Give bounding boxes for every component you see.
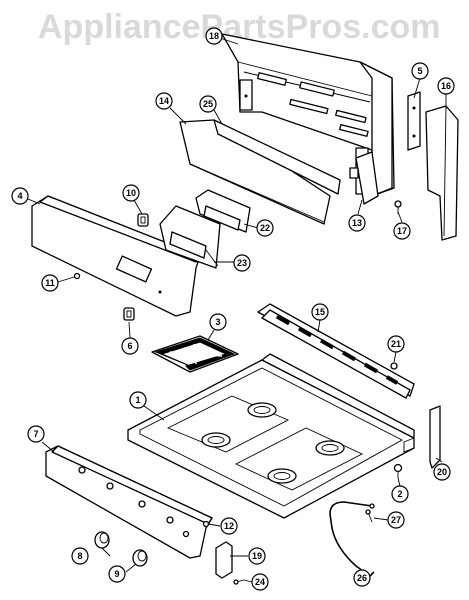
svg-text:18: 18: [209, 31, 219, 41]
callout-5[interactable]: 5: [411, 62, 429, 80]
knob-9: [132, 549, 148, 567]
callout-27[interactable]: 27: [387, 511, 405, 529]
svg-text:4: 4: [17, 191, 22, 201]
svg-text:24: 24: [255, 577, 265, 587]
bracket-19: [215, 541, 233, 579]
callout-3[interactable]: 3: [209, 313, 227, 331]
callout-2[interactable]: 2: [391, 485, 409, 503]
callout-1[interactable]: 1: [129, 391, 147, 409]
callout-25[interactable]: 25: [199, 95, 217, 113]
callout-16[interactable]: 16: [437, 77, 455, 95]
side-trim: [425, 105, 459, 241]
screw-27: [365, 509, 373, 523]
callout-12[interactable]: 12: [220, 517, 238, 535]
callout-13[interactable]: 13: [348, 214, 366, 232]
svg-text:25: 25: [203, 99, 213, 109]
svg-text:9: 9: [114, 569, 119, 579]
svg-text:8: 8: [77, 551, 82, 561]
svg-text:27: 27: [391, 515, 401, 525]
clock-module: [195, 189, 251, 233]
svg-text:14: 14: [159, 96, 169, 106]
svg-text:10: 10: [126, 188, 136, 198]
screw-11: [73, 272, 81, 280]
igniter-rod: [329, 501, 375, 577]
screw-24: [233, 579, 245, 585]
callout-11[interactable]: 11: [41, 274, 59, 292]
knob-8: [94, 531, 110, 549]
svg-text:21: 21: [391, 339, 401, 349]
svg-text:19: 19: [252, 551, 262, 561]
rear-bracket: [349, 151, 379, 205]
side-strip: [429, 405, 441, 469]
callout-7[interactable]: 7: [27, 425, 45, 443]
callout-9[interactable]: 9: [108, 565, 126, 583]
control-panel: [31, 195, 201, 317]
callout-26[interactable]: 26: [353, 569, 371, 587]
svg-text:15: 15: [315, 307, 325, 317]
burner-grate: [151, 335, 239, 373]
display-housing: [159, 205, 221, 269]
callout-22[interactable]: 22: [256, 219, 274, 237]
callout-18[interactable]: 18: [205, 27, 223, 45]
front-rail: [45, 445, 213, 559]
callout-14[interactable]: 14: [155, 92, 173, 110]
switch-6: [123, 307, 135, 321]
svg-text:5: 5: [417, 66, 422, 76]
leader-lines: [27, 37, 447, 583]
screw-12: [202, 520, 210, 528]
svg-text:3: 3: [215, 317, 220, 327]
svg-text:12: 12: [224, 521, 234, 531]
svg-text:16: 16: [441, 81, 451, 91]
svg-text:6: 6: [127, 341, 132, 351]
callout-21[interactable]: 21: [387, 335, 405, 353]
switch-10: [137, 213, 149, 227]
svg-text:13: 13: [352, 218, 362, 228]
svg-text:17: 17: [397, 226, 407, 236]
callout-4[interactable]: 4: [11, 187, 29, 205]
vent-trim: [257, 303, 415, 399]
callout-6[interactable]: 6: [121, 337, 139, 355]
callout-24[interactable]: 24: [251, 573, 269, 591]
callout-20[interactable]: 20: [433, 463, 451, 481]
side-bracket: [407, 91, 421, 151]
maintop: [127, 353, 415, 519]
screw-2: [393, 463, 403, 478]
callout-8[interactable]: 8: [71, 547, 89, 565]
svg-text:1: 1: [135, 395, 140, 405]
svg-text:7: 7: [33, 429, 38, 439]
callout-23[interactable]: 23: [233, 254, 251, 272]
callout-17[interactable]: 17: [393, 222, 411, 240]
svg-text:22: 22: [260, 223, 270, 233]
callout-10[interactable]: 10: [122, 184, 140, 202]
svg-text:23: 23: [237, 258, 247, 268]
callout-19[interactable]: 19: [248, 547, 266, 565]
svg-text:26: 26: [357, 573, 367, 583]
svg-text:20: 20: [437, 467, 447, 477]
manifold-panel: [179, 119, 341, 225]
svg-text:11: 11: [45, 278, 55, 288]
svg-text:2: 2: [397, 489, 402, 499]
callout-15[interactable]: 15: [311, 303, 329, 321]
